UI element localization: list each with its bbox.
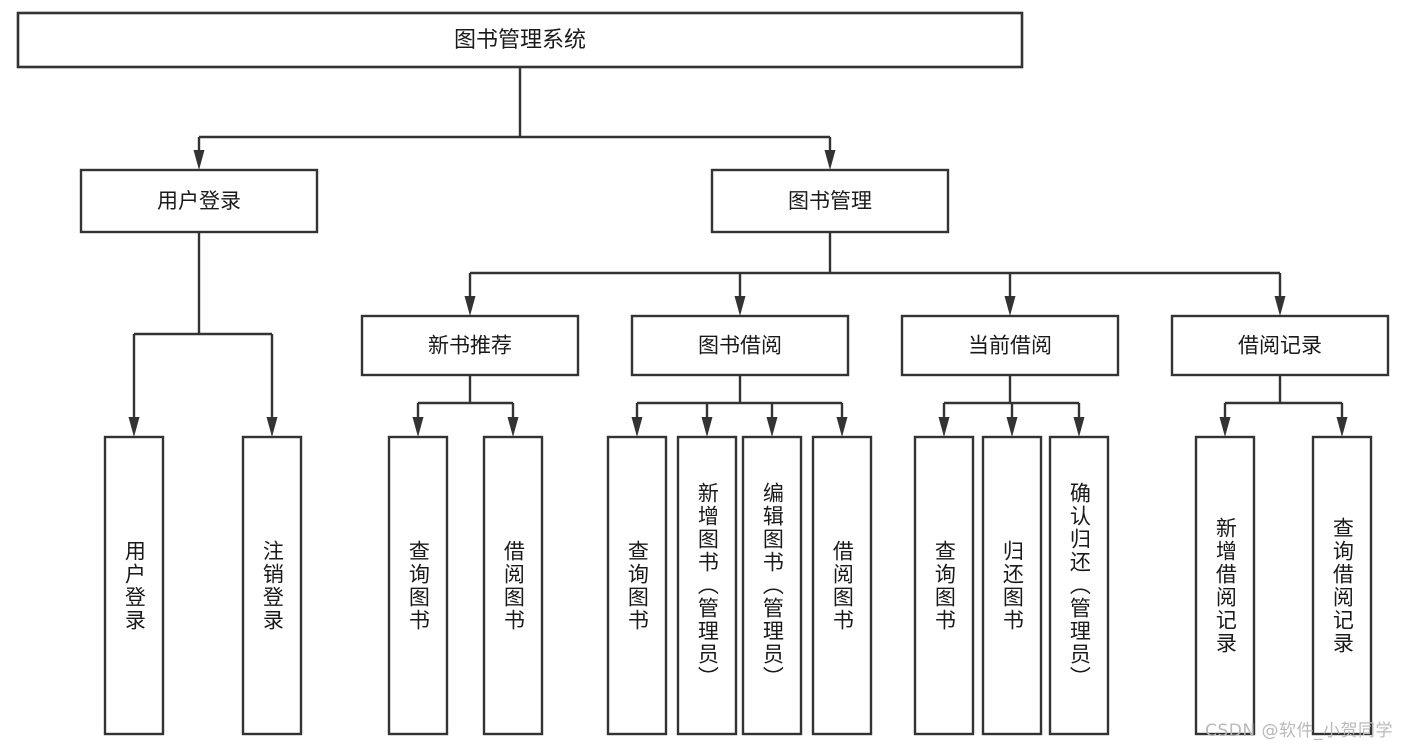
- node-leaf-query-book-2[interactable]: [606, 435, 668, 736]
- arrow-head-icon: [412, 417, 424, 437]
- arrow-head-icon: [766, 417, 778, 437]
- node-label: 当前借阅: [968, 334, 1052, 358]
- node-root[interactable]: 图书管理系统: [16, 11, 1024, 69]
- edge-group-current-borrow: [938, 375, 1085, 437]
- watermark-text: CSDN @软件_小贺同学: [1205, 721, 1393, 741]
- arrow-head-icon: [824, 150, 836, 170]
- edge-group-borrow-record: [1219, 375, 1348, 437]
- node-box: [981, 435, 1043, 736]
- node-leaf-query-record[interactable]: [1311, 435, 1373, 736]
- node-box: [1194, 435, 1256, 736]
- node-leaf-return-book[interactable]: [981, 435, 1043, 736]
- node-borrow-record[interactable]: 借阅记录: [1170, 314, 1390, 377]
- arrow-head-icon: [631, 417, 643, 437]
- arrow-head-icon: [128, 417, 140, 437]
- arrow-head-icon: [734, 296, 746, 316]
- arrow-head-icon: [193, 150, 205, 170]
- node-leaf-logout[interactable]: [241, 435, 303, 736]
- node-label: 图书借阅: [698, 334, 782, 358]
- node-box: [1170, 314, 1390, 377]
- node-leaf-edit-book[interactable]: [741, 435, 803, 736]
- node-book-manage[interactable]: 图书管理: [710, 168, 950, 234]
- node-box: [482, 435, 544, 736]
- edge-group-user-login: [128, 232, 278, 437]
- node-box: [79, 168, 319, 234]
- node-leaf-confirm-return[interactable]: [1048, 435, 1110, 736]
- node-box: [741, 435, 803, 736]
- node-user-login[interactable]: 用户登录: [79, 168, 319, 234]
- node-leaf-user-login[interactable]: [103, 435, 165, 736]
- node-box: [710, 168, 950, 234]
- node-label: 新书推荐: [428, 334, 512, 358]
- node-box: [387, 435, 449, 736]
- node-box: [676, 435, 738, 736]
- node-leaf-borrow-book-1[interactable]: [482, 435, 544, 736]
- node-box: [630, 314, 850, 377]
- connector-layer: [128, 67, 1348, 437]
- node-box: [16, 11, 1024, 69]
- node-label: 借阅记录: [1238, 334, 1322, 358]
- arrow-head-icon: [938, 417, 950, 437]
- node-leaf-query-book-3[interactable]: [913, 435, 975, 736]
- node-label: 图书管理: [788, 189, 872, 213]
- node-label: 图书管理系统: [454, 28, 586, 53]
- node-leaf-add-book[interactable]: [676, 435, 738, 736]
- edge-group-book-manage: [464, 232, 1286, 316]
- arrow-head-icon: [1336, 417, 1348, 437]
- node-leaf-add-record[interactable]: [1194, 435, 1256, 736]
- node-current-borrow[interactable]: 当前借阅: [900, 314, 1120, 377]
- node-box: [103, 435, 165, 736]
- arrow-head-icon: [836, 417, 848, 437]
- arrow-head-icon: [1073, 417, 1085, 437]
- node-box: [900, 314, 1120, 377]
- arrow-head-icon: [1219, 417, 1231, 437]
- node-box: [1311, 435, 1373, 736]
- arrow-head-icon: [507, 417, 519, 437]
- arrow-head-icon: [1274, 296, 1286, 316]
- node-book-borrow[interactable]: 图书借阅: [630, 314, 850, 377]
- node-box: [913, 435, 975, 736]
- arrow-head-icon: [701, 417, 713, 437]
- edge-group-root: [193, 67, 836, 170]
- node-box: [1048, 435, 1110, 736]
- arrow-head-icon: [1004, 296, 1016, 316]
- edge-group-new-book-recommend: [412, 375, 519, 437]
- node-label: 用户登录: [157, 189, 241, 213]
- arrow-head-icon: [266, 417, 278, 437]
- edge-group-book-borrow: [631, 375, 848, 437]
- node-box: [606, 435, 668, 736]
- node-box: [241, 435, 303, 736]
- node-box: [811, 435, 873, 736]
- node-new-book-recommend[interactable]: 新书推荐: [360, 314, 580, 377]
- node-box: [360, 314, 580, 377]
- arrow-head-icon: [464, 296, 476, 316]
- node-leaf-borrow-book-2[interactable]: [811, 435, 873, 736]
- arrow-head-icon: [1006, 417, 1018, 437]
- node-leaf-query-book-1[interactable]: [387, 435, 449, 736]
